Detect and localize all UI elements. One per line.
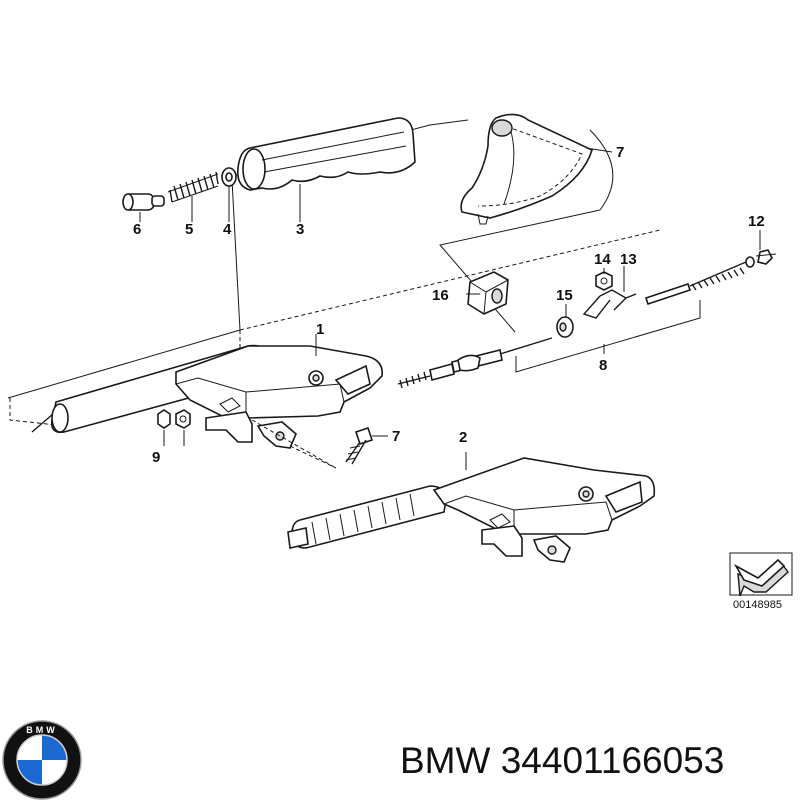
callout-6: 6 <box>133 221 141 238</box>
part-8-boot <box>460 113 593 225</box>
callout-7: 7 <box>392 428 400 445</box>
part-9-cable <box>515 256 755 373</box>
callout-16: 16 <box>432 287 449 304</box>
callout-2: 2 <box>459 429 467 446</box>
part-5-spring <box>167 171 219 203</box>
brand-name: BMW <box>400 740 491 781</box>
callout-labels: 6 5 4 3 7 12 14 13 16 15 8 1 7 9 2 <box>133 144 765 466</box>
callout-9: 8 <box>599 357 607 374</box>
part-7-bolt <box>251 419 374 469</box>
part-caption: BMW 34401166053 <box>400 736 795 786</box>
part-15-grommet <box>556 316 574 338</box>
callout-14: 14 <box>594 251 611 268</box>
part-number: 34401166053 <box>500 740 725 781</box>
part-3-handle-grip <box>236 117 416 191</box>
callout-1: 1 <box>316 321 324 338</box>
leader-lines <box>139 147 761 470</box>
part-12-end-nipple <box>755 249 777 265</box>
part-16-block <box>467 271 509 315</box>
reference-code: 00148985 <box>733 599 782 611</box>
parts-11-10-nuts <box>157 409 191 429</box>
callout-4: 4 <box>223 221 232 238</box>
callout-12: 12 <box>748 213 765 230</box>
reference-box: 00148985 <box>729 552 793 611</box>
callout-8: 7 <box>616 144 624 161</box>
bmw-logo-letters: BMW <box>26 725 58 735</box>
callout-3: 3 <box>296 221 304 238</box>
part-6-pin <box>122 193 165 211</box>
part-4-washer <box>221 167 237 187</box>
part-13-clip <box>582 289 637 319</box>
callout-13: 13 <box>620 251 637 268</box>
callout-5: 5 <box>185 221 193 238</box>
callout-1110: 9 <box>152 449 160 466</box>
part-14-nut <box>595 271 613 291</box>
part-2-lever-assembly <box>287 457 656 563</box>
callout-15: 15 <box>556 287 573 304</box>
cable-left <box>397 337 553 389</box>
bmw-roundel-icon: BMW <box>2 720 82 800</box>
part-1-lever-assembly <box>31 344 383 449</box>
